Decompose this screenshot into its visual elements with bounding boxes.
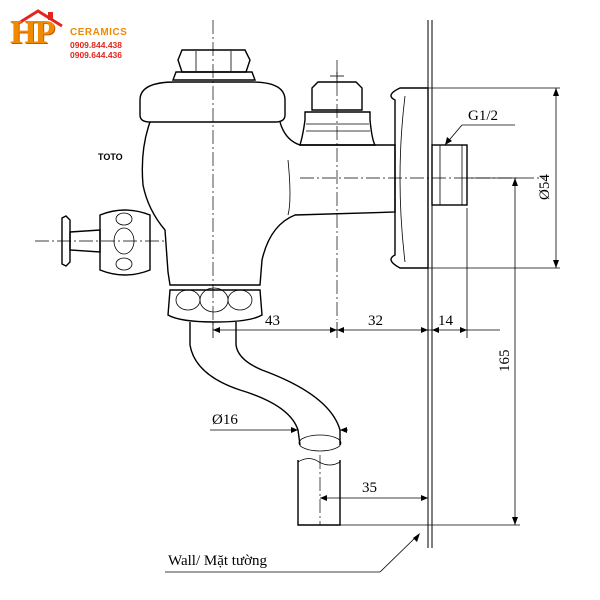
logo-initials: HP: [10, 14, 55, 51]
body-brand-marking: TOTO: [98, 152, 123, 162]
dimension-165-label: 165: [497, 350, 513, 373]
threaded-connector: [431, 144, 468, 206]
flange-diameter-label: Ø54: [537, 174, 553, 200]
pipe-diameter-label: Ø16: [212, 412, 238, 428]
wall-label: Wall/ Mặt tường: [168, 553, 268, 569]
handle-hex-nut: [99, 209, 151, 276]
control-stop-cap: [311, 81, 363, 111]
house-roof-icon: [13, 9, 63, 28]
flush-pipe-outer: [189, 322, 301, 446]
dimension-32-label: 32: [368, 313, 383, 329]
flush-pipe-inner: [235, 322, 341, 445]
valve-body: [141, 121, 396, 286]
logo-phone-2: 0909.644.436: [70, 50, 122, 60]
valve-top-cap: [139, 81, 286, 123]
logo-phone-1: 0909.844.438: [70, 40, 122, 50]
dimension-43-label: 43: [265, 313, 280, 329]
thread-size-label: G1/2: [468, 108, 498, 124]
dimension-14-label: 14: [438, 313, 454, 329]
flush-handle: [61, 215, 71, 267]
top-cap-nut: [177, 49, 251, 73]
outlet-nut: [167, 289, 263, 323]
logo-brand-name: CERAMICS: [70, 27, 128, 38]
dimension-35-label: 35: [362, 480, 377, 496]
flush-pipe-lower: [297, 460, 341, 526]
brand-logo: HP CERAMICS 0909.844.438 0909.644.436: [8, 8, 128, 60]
